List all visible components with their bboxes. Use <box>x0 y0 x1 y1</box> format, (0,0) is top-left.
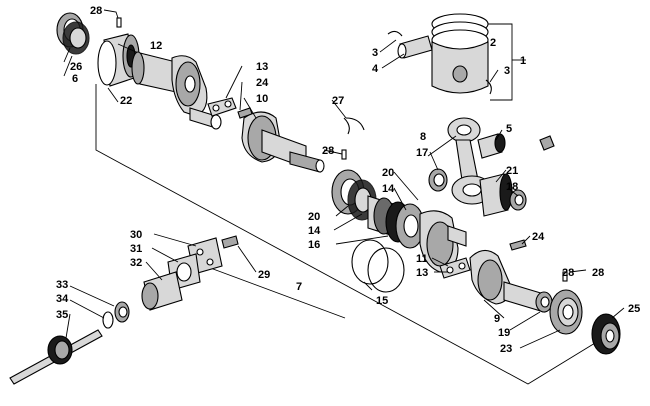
callout-23: 23 <box>500 343 512 355</box>
callout-3-left: 3 <box>372 47 378 59</box>
callout-29: 29 <box>258 269 270 281</box>
callout-28-top: 28 <box>90 5 102 17</box>
callout-25: 25 <box>628 303 640 315</box>
wrist-pin <box>387 30 433 59</box>
pump-shaft <box>9 329 103 385</box>
callout-14-upper: 14 <box>382 183 395 195</box>
big-end-bearing <box>479 173 527 217</box>
callout-35: 35 <box>56 309 68 321</box>
oil-seal-left <box>56 12 90 55</box>
dowel-pins <box>116 17 568 282</box>
leader-lines <box>63 9 625 349</box>
callout-15: 15 <box>376 295 388 307</box>
callout-4: 4 <box>372 63 379 75</box>
callout-3-right: 3 <box>504 65 510 77</box>
callout-31: 31 <box>130 243 142 255</box>
pump-seals <box>102 301 130 329</box>
callout-17: 17 <box>416 147 428 159</box>
callout-24-right: 24 <box>532 231 545 243</box>
callout-14-lower: 14 <box>308 225 321 237</box>
pump-housing <box>141 235 239 311</box>
bearing-right <box>549 289 583 335</box>
screw-right <box>509 239 527 251</box>
callout-34: 34 <box>56 293 69 305</box>
callout-13-lower: 13 <box>416 267 428 279</box>
small-spacer <box>539 135 555 151</box>
callout-18: 18 <box>506 181 518 193</box>
callout-13-upper: 13 <box>256 61 268 73</box>
callout-12: 12 <box>150 40 162 52</box>
callout-28-far-right: 28 <box>592 267 604 279</box>
callout-10: 10 <box>256 93 268 105</box>
callout-7: 7 <box>296 281 302 293</box>
oil-seal-right <box>591 313 621 355</box>
callout-6: 6 <box>72 73 78 85</box>
callout-19: 19 <box>498 327 510 339</box>
callout-9: 9 <box>494 313 500 325</box>
callout-28-center: 28 <box>322 145 334 157</box>
callout-21: 21 <box>506 165 518 177</box>
circlip <box>343 117 365 135</box>
center-bearing-stack <box>331 169 425 249</box>
o-rings <box>351 239 405 293</box>
piston <box>431 13 492 95</box>
callout-32: 32 <box>130 257 142 269</box>
crankshaft-center <box>241 111 325 173</box>
callout-28-right: 28 <box>562 267 574 279</box>
small-end-bearing <box>477 133 506 159</box>
callout-2: 2 <box>490 37 496 49</box>
callout-labels: 28 26 6 12 22 13 24 10 27 28 1 2 3 4 3 8… <box>56 5 640 355</box>
thrust-washer-17 <box>428 168 448 192</box>
callout-20-upper: 20 <box>382 167 394 179</box>
callout-22: 22 <box>120 95 132 107</box>
callout-24-upper: 24 <box>256 77 269 89</box>
callout-30: 30 <box>130 229 142 241</box>
callout-16: 16 <box>308 239 320 251</box>
washer-19 <box>535 291 553 313</box>
callout-33: 33 <box>56 279 68 291</box>
callout-1: 1 <box>520 55 526 67</box>
callout-26: 26 <box>70 61 82 73</box>
callout-11: 11 <box>416 253 428 265</box>
callout-5: 5 <box>506 123 512 135</box>
callout-8: 8 <box>420 131 426 143</box>
key-plate-lower <box>439 257 471 279</box>
crankshaft-left-half <box>131 51 222 130</box>
callout-20-lower: 20 <box>308 211 320 223</box>
assembly-frame-lines <box>95 84 601 385</box>
callout-27: 27 <box>332 95 344 107</box>
